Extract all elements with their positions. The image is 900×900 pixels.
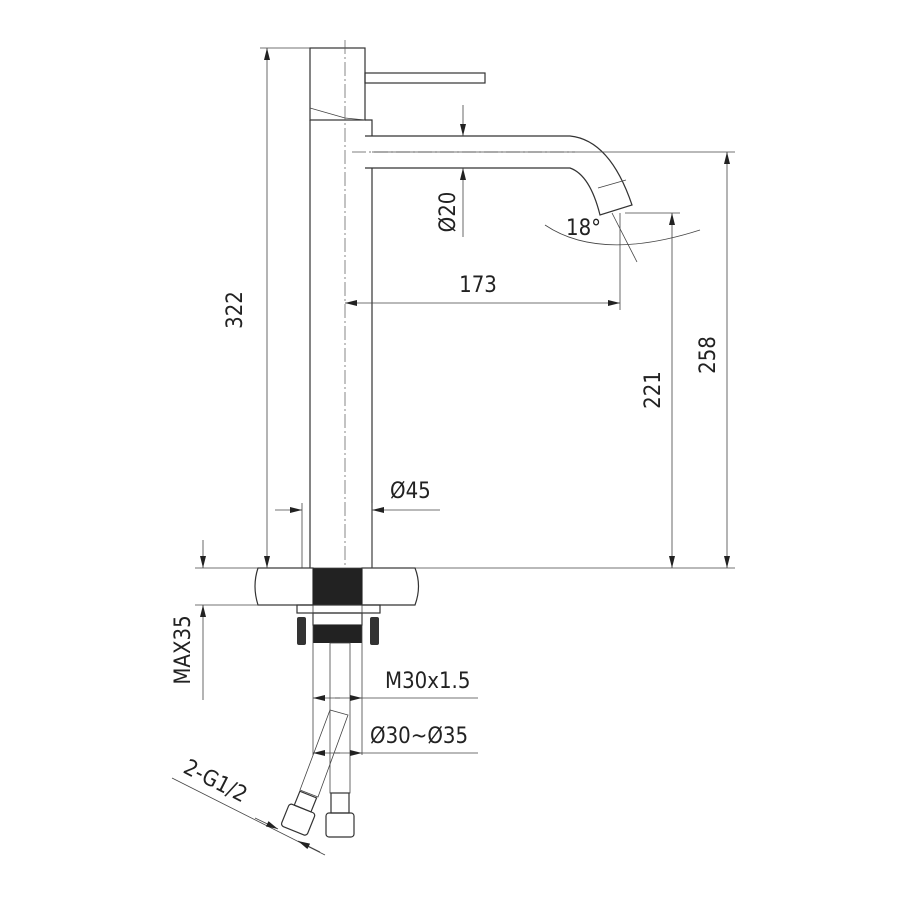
dim-spout-diameter: Ø20 (436, 192, 461, 233)
dim-spout-angle: 18° (566, 216, 601, 241)
supply-hoses (280, 642, 355, 838)
dimension-lines (171, 47, 735, 856)
lever-handle (364, 72, 486, 84)
threaded-shank (313, 568, 362, 605)
spout (352, 135, 633, 216)
dim-outlet-height: 221 (641, 371, 666, 409)
dim-hole-diameter: Ø30~Ø35 (370, 724, 468, 749)
hose-nut-right (325, 812, 355, 838)
countertop (254, 567, 420, 606)
dim-spout-reach: 173 (459, 273, 497, 298)
hose-nut-left (280, 803, 316, 836)
dim-body-diameter: Ø45 (390, 479, 431, 504)
dim-spout-height: 258 (696, 336, 721, 374)
faucet-body (309, 40, 486, 570)
dim-overall-height: 322 (223, 291, 248, 329)
mounting-hardware (296, 604, 381, 645)
dim-thread: M30x1.5 (385, 669, 470, 694)
dim-max-thickness: MAX35 (171, 615, 196, 684)
